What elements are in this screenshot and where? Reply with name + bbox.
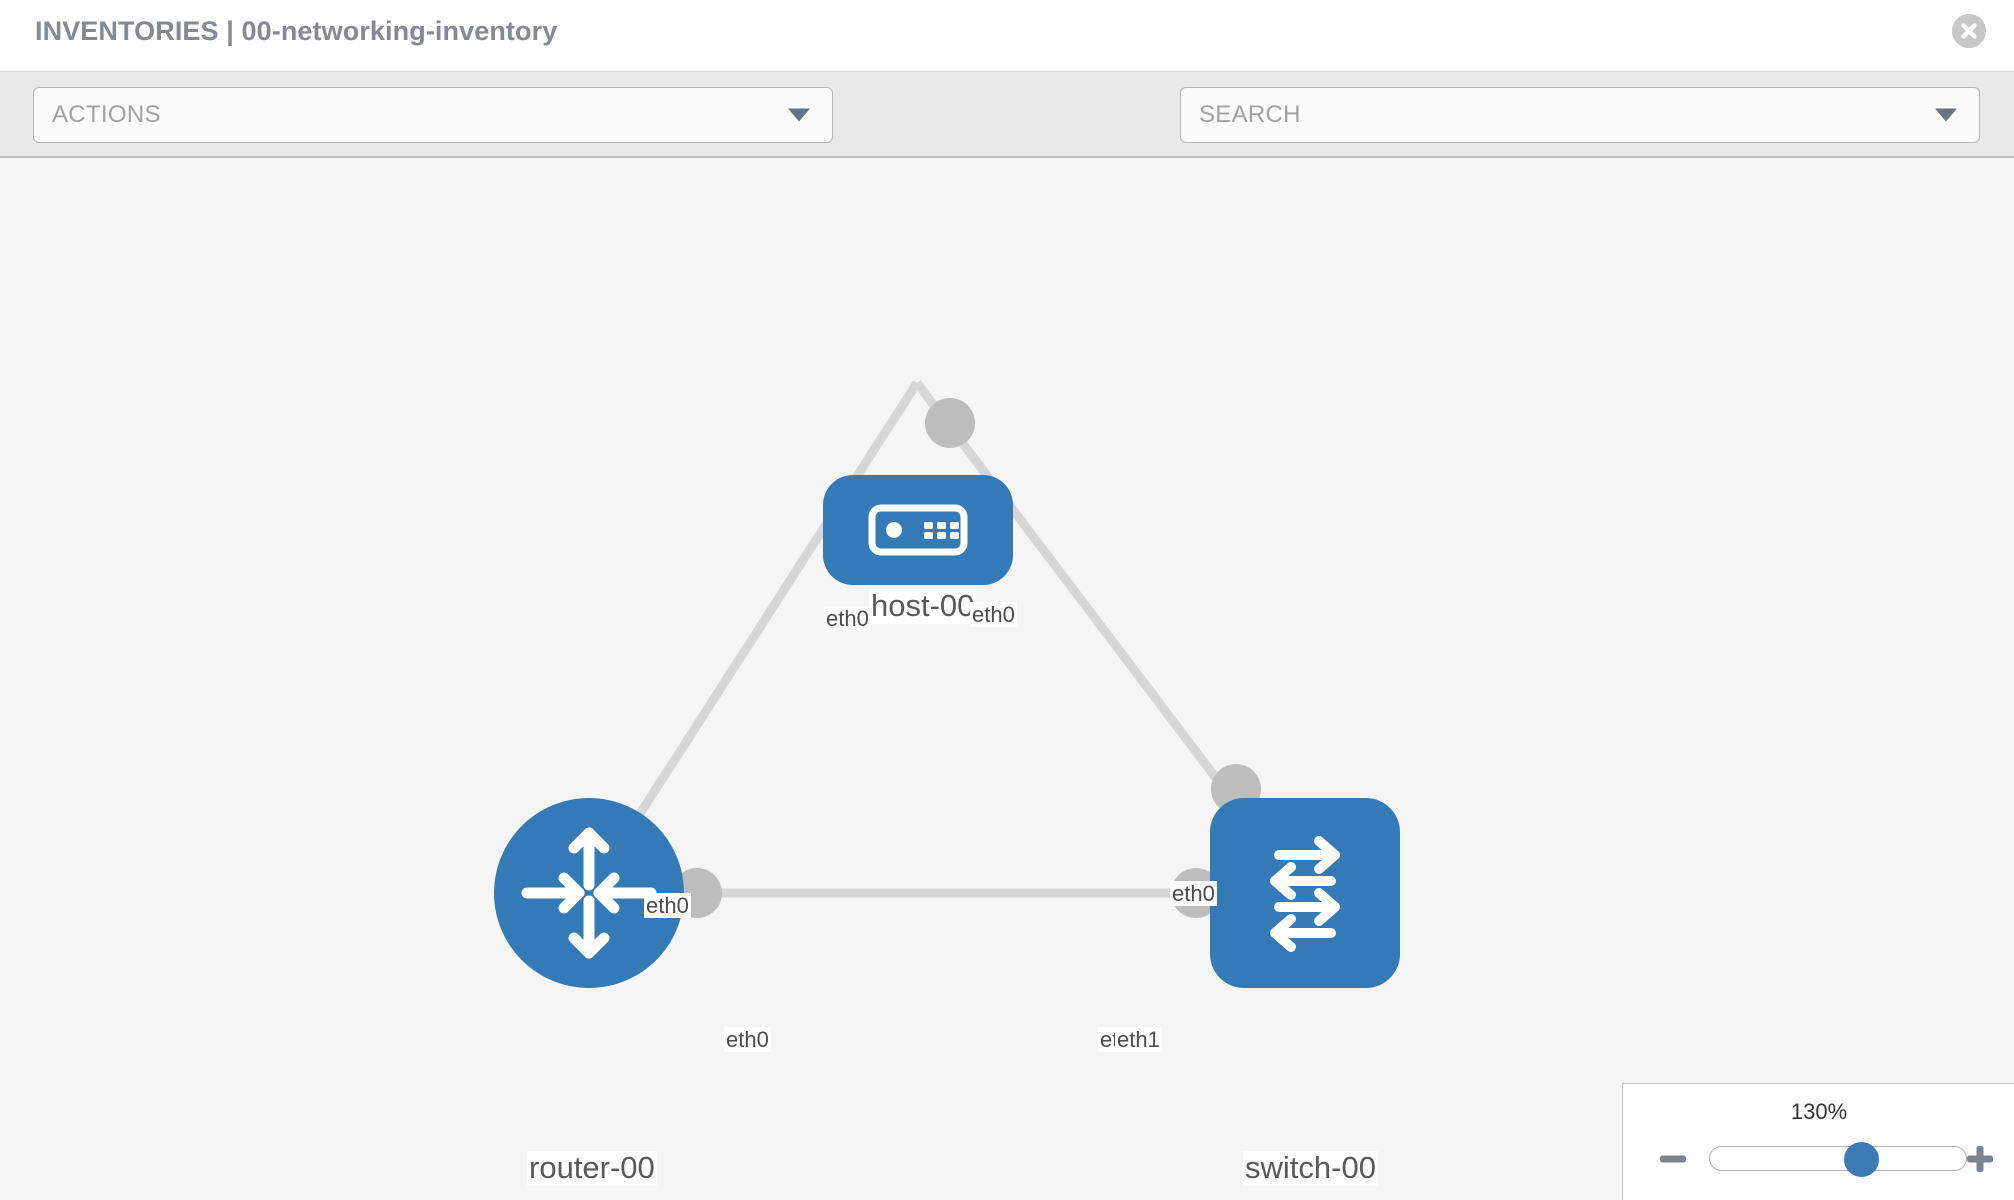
toolbar: ACTIONS SEARCH: [0, 71, 2014, 200]
node-switch-00: [1210, 798, 1400, 988]
node-label-switch-00: switch-00: [1243, 1150, 1378, 1186]
plus-icon[interactable]: [1963, 1142, 1997, 1176]
node-router-00: [494, 798, 684, 988]
interface-label-host-right: eth0: [970, 602, 1017, 628]
topology-edges: [585, 380, 1307, 898]
interface-label-router-right: eth0: [724, 1027, 771, 1053]
node-label-router-00: router-00: [527, 1150, 657, 1186]
chevron-down-icon: [1935, 108, 1957, 122]
page-title: INVENTORIES | 00-networking-inventory: [35, 16, 558, 46]
close-icon[interactable]: [1952, 14, 1986, 48]
port-host-bottom: [925, 398, 975, 448]
zoom-slider-row: [1623, 1142, 2014, 1182]
edge-host-router: [585, 380, 921, 896]
interface-label-switch-up: eth0: [1170, 881, 1217, 907]
zoom-control-panel: 130%: [1622, 1083, 2014, 1200]
zoom-slider[interactable]: [1709, 1142, 1967, 1177]
interface-label-switch-left-b: eth1: [1115, 1027, 1162, 1053]
search-input[interactable]: SEARCH: [1180, 87, 1980, 143]
interface-label-router-up: eth0: [644, 893, 691, 919]
interface-label-host-left: eth0: [824, 606, 871, 632]
zoom-slider-thumb[interactable]: [1844, 1142, 1879, 1177]
topology-canvas[interactable]: eth0 host-00 eth0 eth0 eth0 eth0 eth0 et…: [0, 158, 2014, 1200]
search-input-placeholder: SEARCH: [1199, 101, 1301, 128]
actions-dropdown[interactable]: ACTIONS: [33, 87, 833, 143]
node-label-host-00: host-00: [869, 588, 977, 624]
node-host-00: [823, 475, 1013, 585]
page-header: INVENTORIES | 00-networking-inventory: [0, 0, 2014, 71]
chevron-down-icon: [788, 108, 810, 122]
minus-icon[interactable]: [1656, 1142, 1690, 1176]
actions-dropdown-label: ACTIONS: [52, 101, 161, 128]
zoom-level-value: 130%: [1790, 1099, 1848, 1124]
